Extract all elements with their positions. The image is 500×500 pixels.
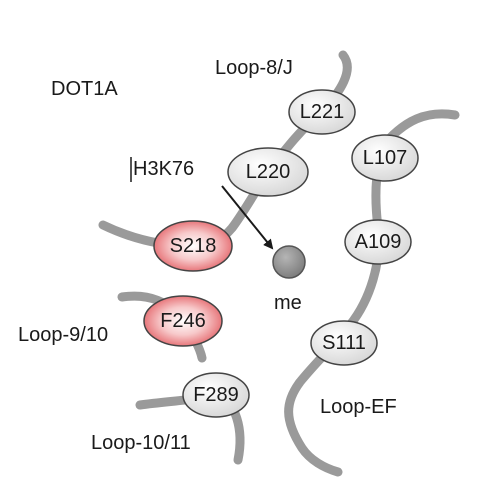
- residue-f246-label: F246: [160, 310, 206, 332]
- residue-f289: F289: [182, 372, 250, 418]
- residue-f289-label: F289: [193, 384, 239, 406]
- residue-l221-label: L221: [300, 101, 345, 123]
- methyl-group-dot: [272, 245, 306, 279]
- residue-s218-ellipse: [153, 220, 233, 272]
- residue-l221: L221: [288, 89, 356, 135]
- residue-a109-ellipse: [344, 219, 412, 265]
- residue-s218-label: S218: [170, 235, 217, 257]
- loop-8-j-backbone: [98, 50, 352, 251]
- loop-8-j-label: Loop-8/J: [215, 57, 293, 79]
- residue-s111-label: S111: [322, 332, 366, 354]
- residue-a109: A109: [344, 219, 412, 265]
- residue-l220: L220: [227, 147, 309, 197]
- loop-9-10-label: Loop-9/10: [18, 324, 108, 346]
- residue-l107-ellipse: [351, 134, 419, 182]
- residue-f289-ellipse: [182, 372, 250, 418]
- residue-s218: S218: [153, 220, 233, 272]
- residue-l107: L107: [351, 134, 419, 182]
- residue-f246-ellipse: [143, 295, 223, 347]
- diagram-title: DOT1A: [51, 78, 118, 100]
- loop-10-11-label: Loop-10/11: [91, 432, 191, 454]
- methyl-transfer-arrow: [221, 185, 274, 250]
- residue-l221-ellipse: [288, 89, 356, 135]
- residue-l107-label: L107: [363, 147, 408, 169]
- methyl-label: me: [274, 292, 302, 314]
- residue-l220-label: L220: [246, 161, 291, 183]
- residue-s111: S111: [310, 320, 378, 366]
- residue-l220-ellipse: [227, 147, 309, 197]
- loop-ef-label: Loop-EF: [320, 396, 397, 418]
- residue-a109-label: A109: [355, 231, 402, 253]
- residue-f246: F246: [143, 295, 223, 347]
- residue-s111-ellipse: [310, 320, 378, 366]
- peptide-label: H3K76: [133, 158, 194, 180]
